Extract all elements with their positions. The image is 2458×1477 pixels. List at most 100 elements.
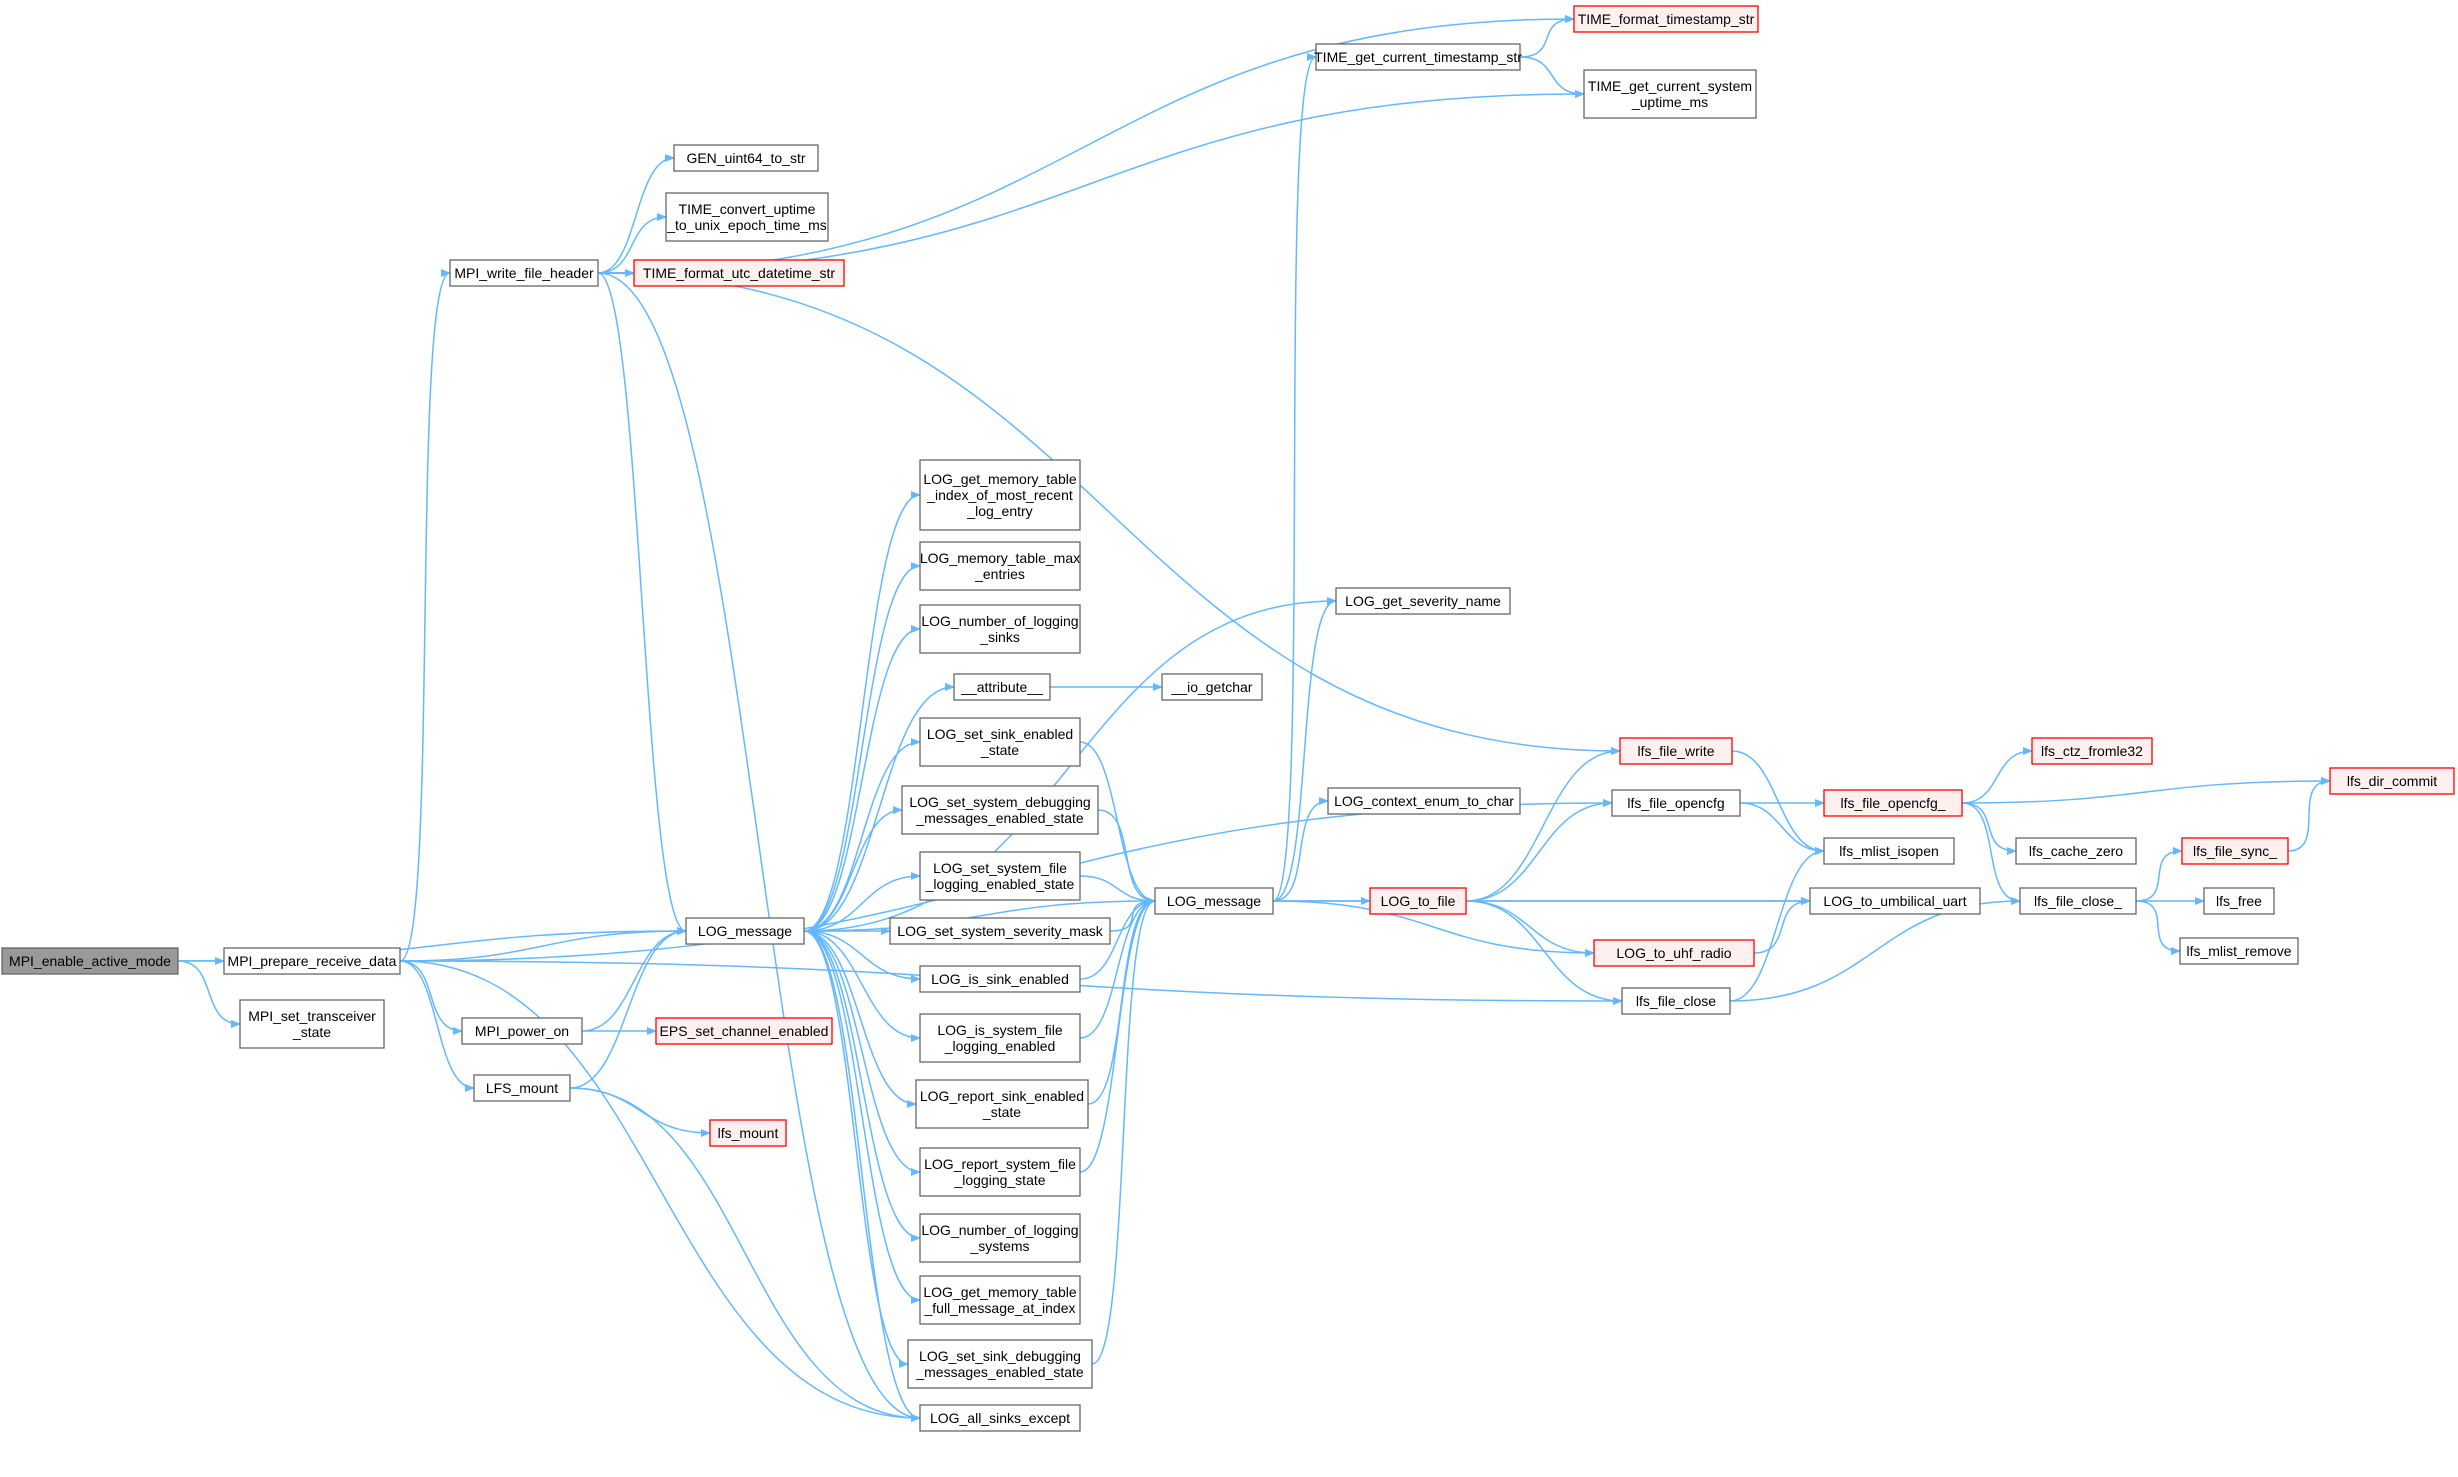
- node-log-set-sink-dbg[interactable]: LOG_set_sink_debugging_messages_enabled_…: [907, 1339, 1093, 1389]
- node-label: TIME_get_current_timestamp_str: [1314, 49, 1522, 65]
- edge-mpi-prepare-to-mpi-power-on: [399, 960, 463, 1035]
- node-box: [1161, 673, 1263, 701]
- edge-log-set-sys-dbg-to-log-message-b: [1097, 809, 1156, 905]
- node-lfs-dir-commit[interactable]: lfs_dir_commit: [2329, 767, 2455, 795]
- edge-log-message-a-to-log-mem-max: [803, 562, 921, 932]
- node-lfs-file-write[interactable]: lfs_file_write: [1619, 737, 1733, 765]
- edge-mpi-write-hdr-to-log-message-a: [597, 272, 687, 935]
- node-label: lfs_ctz_fromle32: [2041, 743, 2143, 759]
- node-time-get-up[interactable]: TIME_get_current_system_uptime_ms: [1583, 69, 1757, 119]
- node-lfs-free[interactable]: lfs_free: [2203, 887, 2275, 915]
- node-label: MPI_power_on: [475, 1023, 569, 1039]
- node-attribute[interactable]: __attribute__: [953, 673, 1051, 701]
- edge-log-message-a-to-log-get-mem-idx: [803, 491, 921, 932]
- edge-lfs-file-write-to-lfs-mlist-isopen: [1731, 750, 1825, 855]
- edge-log-to-uhf-to-log-to-umb: [1753, 897, 1811, 954]
- node-label: _state: [982, 1104, 1021, 1120]
- node-label: LOG_is_system_file: [937, 1022, 1062, 1038]
- node-lfs-mlist-isopen[interactable]: lfs_mlist_isopen: [1823, 837, 1955, 865]
- node-label: lfs_file_close_: [2034, 893, 2122, 909]
- node-log-is-sys-file[interactable]: LOG_is_system_file_logging_enabled: [919, 1013, 1081, 1063]
- node-label: LOG_set_system_severity_mask: [897, 923, 1103, 939]
- node-box: [1, 947, 179, 975]
- node-lfs-ctz[interactable]: lfs_ctz_fromle32: [2031, 737, 2153, 765]
- edge-mpi-write-hdr-to-log-all-sinks: [597, 272, 921, 1422]
- node-time-fmt-ts[interactable]: TIME_format_timestamp_str: [1573, 5, 1759, 33]
- node-mpi-set-trx[interactable]: MPI_set_transceiver_state: [239, 999, 385, 1049]
- edge-mpi-prepare-to-log-message-a: [399, 927, 687, 962]
- node-log-to-umb[interactable]: LOG_to_umbilical_uart: [1809, 887, 1981, 915]
- node-box: [1823, 837, 1955, 865]
- node-mpi-prepare[interactable]: MPI_prepare_receive_data: [223, 947, 401, 975]
- edge-log-to-file-to-log-to-uhf: [1465, 900, 1595, 957]
- node-label: MPI_write_file_header: [454, 265, 594, 281]
- node-box: [1809, 887, 1981, 915]
- edge-mpi-prepare-to-mpi-write-hdr: [399, 269, 451, 962]
- edge-lfs-file-opencfg--to-lfs-dir-commit: [1961, 777, 2331, 804]
- edge-lfs-mount-w-to-log-all-sinks: [569, 1087, 921, 1422]
- node-log-message-b[interactable]: LOG_message: [1154, 887, 1274, 915]
- node-lfs-file-opencfg-[interactable]: lfs_file_opencfg_: [1823, 789, 1963, 817]
- node-log-set-sink-en[interactable]: LOG_set_sink_enabled_state: [919, 717, 1081, 767]
- node-log-num-sinks[interactable]: LOG_number_of_logging_sinks: [919, 604, 1081, 654]
- node-log-report-sink[interactable]: LOG_report_sink_enabled_state: [915, 1079, 1089, 1129]
- node-log-set-sys-file[interactable]: LOG_set_system_file_logging_enabled_stat…: [919, 851, 1081, 901]
- node-log-set-sev[interactable]: LOG_set_system_severity_mask: [889, 917, 1111, 945]
- edge-mpi-write-hdr-to-gen-u64: [597, 154, 675, 274]
- node-box: [2329, 767, 2455, 795]
- edge-log-message-a-to-log-num-systems: [803, 930, 921, 1242]
- node-box: [1315, 43, 1521, 71]
- node-box: [1823, 789, 1963, 817]
- node-label: lfs_file_sync_: [2193, 843, 2277, 859]
- edge-mpi-prepare-to-log-all-sinks: [399, 960, 921, 1422]
- node-log-mem-max[interactable]: LOG_memory_table_max_entries: [919, 541, 1081, 591]
- node-mpi-power-on[interactable]: MPI_power_on: [461, 1017, 583, 1045]
- node-lfs-cache-zero[interactable]: lfs_cache_zero: [2015, 837, 2137, 865]
- node-log-report-sys-file[interactable]: LOG_report_system_file_logging_state: [919, 1147, 1081, 1197]
- node-log-to-uhf[interactable]: LOG_to_uhf_radio: [1593, 939, 1755, 967]
- node-log-get-mem-full[interactable]: LOG_get_memory_table_full_message_at_ind…: [919, 1275, 1081, 1325]
- node-box: [2015, 837, 2137, 865]
- node-log-to-file[interactable]: LOG_to_file: [1369, 887, 1467, 915]
- node-label: TIME_format_utc_datetime_str: [643, 265, 836, 281]
- node-log-num-systems[interactable]: LOG_number_of_logging_systems: [919, 1213, 1081, 1263]
- node-log-all-sinks[interactable]: LOG_all_sinks_except: [919, 1404, 1081, 1432]
- edge-lfs-file-opencfg-to-lfs-mlist-isopen: [1739, 802, 1825, 855]
- node-box: [889, 917, 1111, 945]
- node-label: LOG_get_memory_table: [923, 471, 1077, 487]
- node-io-getchar[interactable]: __io_getchar: [1161, 673, 1263, 701]
- edge-mpi-write-hdr-to-lfs-file-write: [597, 272, 1621, 755]
- node-time-convert[interactable]: TIME_convert_uptime_to_unix_epoch_time_m…: [665, 192, 829, 242]
- node-box: [915, 1079, 1089, 1129]
- node-lfs-mount[interactable]: lfs_mount: [709, 1119, 787, 1147]
- edge-log-message-a-to-log-num-sinks: [803, 625, 921, 932]
- node-lfs-mount-w[interactable]: LFS_mount: [473, 1074, 571, 1102]
- node-label: LOG_all_sinks_except: [930, 1410, 1070, 1426]
- node-label: LOG_get_memory_table: [923, 1284, 1077, 1300]
- edge-lfs-file-sync--to-lfs-dir-commit: [2287, 777, 2331, 852]
- node-box: [1583, 69, 1757, 119]
- edge-log-is-sys-file-to-log-message-b: [1079, 897, 1156, 1039]
- node-label: TIME_get_current_system: [1588, 78, 1752, 94]
- node-time-get-ts[interactable]: TIME_get_current_timestamp_str: [1314, 43, 1522, 71]
- node-log-get-mem-idx[interactable]: LOG_get_memory_table_index_of_most_recen…: [919, 459, 1081, 531]
- node-label: _messages_enabled_state: [915, 1364, 1084, 1380]
- node-lfs-file-close[interactable]: lfs_file_close: [1621, 987, 1731, 1015]
- node-box: [1335, 587, 1511, 615]
- node-lfs-file-opencfg[interactable]: lfs_file_opencfg: [1611, 789, 1741, 817]
- node-time-fmt-utc[interactable]: TIME_format_utc_datetime_str: [633, 259, 845, 287]
- node-lfs-file-close-[interactable]: lfs_file_close_: [2019, 887, 2137, 915]
- node-log-is-sink-en[interactable]: LOG_is_sink_enabled: [919, 965, 1081, 993]
- node-mpi-write-hdr[interactable]: MPI_write_file_header: [449, 259, 599, 287]
- node-log-message-a[interactable]: LOG_message: [685, 917, 805, 945]
- node-mpi-enable[interactable]: MPI_enable_active_mode: [1, 947, 179, 975]
- node-box: [2019, 887, 2137, 915]
- node-lfs-mlist-remove[interactable]: lfs_mlist_remove: [2179, 937, 2299, 965]
- node-log-get-sev-name[interactable]: LOG_get_severity_name: [1335, 587, 1511, 615]
- node-log-ctx-enum[interactable]: LOG_context_enum_to_char: [1327, 787, 1521, 815]
- node-lfs-file-sync-[interactable]: lfs_file_sync_: [2181, 837, 2289, 865]
- node-eps-set-chan[interactable]: EPS_set_channel_enabled: [655, 1017, 833, 1045]
- node-gen-u64[interactable]: GEN_uint64_to_str: [673, 144, 819, 172]
- node-log-set-sys-dbg[interactable]: LOG_set_system_debugging_messages_enable…: [901, 785, 1099, 835]
- edge-lfs-file-opencfg--to-lfs-file-close-: [1961, 802, 2021, 905]
